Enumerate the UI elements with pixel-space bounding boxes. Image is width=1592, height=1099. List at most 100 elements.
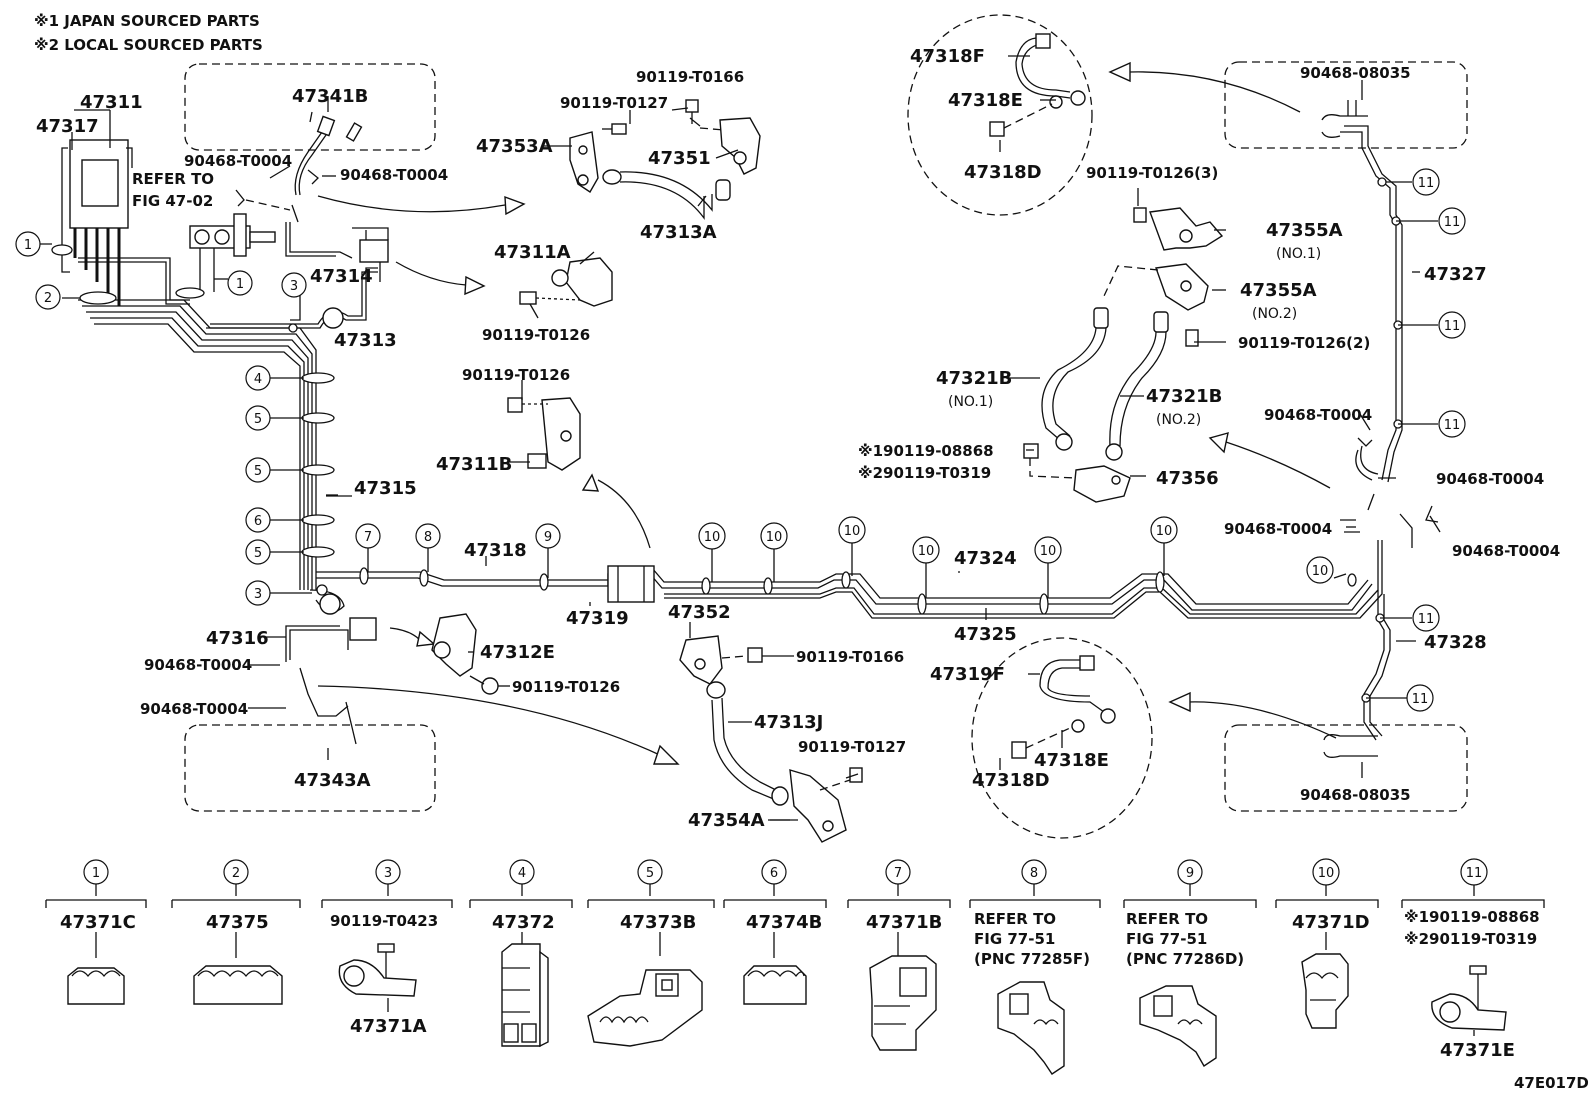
flex-hose-47319f	[1011, 655, 1116, 759]
bracket-47354a	[770, 767, 863, 843]
clamp-legend: 1 47371C 2 47375 3 90119-T0423 47371A 4	[45, 858, 1545, 1075]
label-90468-t0004-f: 90468-T0004	[1436, 470, 1544, 488]
svg-text:5: 5	[254, 412, 262, 427]
brake-hoses-47321b	[1041, 307, 1169, 461]
bolt-90119-t0166-a	[685, 99, 701, 127]
svg-text:3: 3	[290, 279, 298, 294]
svg-text:11: 11	[1444, 319, 1461, 334]
label-47316: 47316	[206, 628, 269, 649]
detail-ellipse-47319f	[971, 637, 1153, 839]
label-90119-t0166-b: 90119-T0166	[796, 648, 904, 666]
svg-text:11: 11	[1444, 215, 1461, 230]
label-47327: 47327	[1424, 264, 1487, 285]
legend-90119-08868: ※190119-08868	[1404, 908, 1540, 926]
label-90468-t0004-d: 90468-T0004	[140, 700, 248, 718]
svg-text:6: 6	[770, 866, 778, 881]
fitting-47316	[285, 589, 377, 745]
label-47319: 47319	[566, 608, 629, 629]
svg-text:5: 5	[254, 464, 262, 479]
legend-ref8-line1: REFER TO	[974, 910, 1056, 928]
svg-text:10: 10	[1312, 564, 1329, 579]
legend-clip-8	[997, 981, 1065, 1075]
label-47318: 47318	[464, 540, 527, 561]
label-90468-t0004-g: 90468-T0004	[1224, 520, 1332, 538]
bracket-47351	[699, 117, 761, 175]
legend-clamp-3	[338, 943, 417, 997]
legend-clamp-6	[743, 965, 807, 1005]
svg-text:11: 11	[1418, 612, 1435, 627]
svg-text:4: 4	[254, 372, 262, 387]
label-47311a: 47311A	[494, 242, 571, 263]
svg-text:4: 4	[518, 866, 526, 881]
master-cylinder-assembly	[61, 139, 276, 306]
legend-47371a: 47371A	[350, 1016, 427, 1037]
legend-ref9-line1: REFER TO	[1126, 910, 1208, 928]
note-japan-sourced: ※1 JAPAN SOURCED PARTS	[34, 12, 260, 30]
label-47318e-b: 47318E	[1034, 750, 1109, 771]
svg-text:2: 2	[44, 291, 52, 306]
legend-clamp-5	[587, 969, 703, 1047]
svg-text:10: 10	[766, 530, 783, 545]
group-box-rear-lower	[1224, 724, 1468, 812]
label-47311b: 47311B	[436, 454, 512, 475]
label-90468-t0004-b: 90468-T0004	[340, 166, 448, 184]
label-47355a-2: 47355A	[1240, 280, 1317, 301]
label-47313j: 47313J	[754, 712, 823, 733]
label-90119-t0126-a: 90119-T0126	[482, 326, 590, 344]
legend-ref9-line3: (PNC 77286D)	[1126, 950, 1244, 968]
svg-text:10: 10	[1040, 544, 1057, 559]
label-47319f: 47319F	[930, 664, 1005, 685]
legend-ref8-line2: FIG 77-51	[974, 930, 1055, 948]
label-90119-08868-a: ※190119-08868	[858, 442, 994, 460]
label-47318d-b: 47318D	[972, 770, 1050, 791]
figure-code: 47E017D	[1514, 1074, 1589, 1092]
svg-text:7: 7	[894, 866, 902, 881]
label-refer-to: REFER TO	[132, 170, 214, 188]
legend-90119-t0319: ※290119-T0319	[1404, 930, 1537, 948]
legend-clamp-10	[1301, 953, 1349, 1029]
svg-text:5: 5	[254, 546, 262, 561]
label-90468-t0004-e: 90468-T0004	[1264, 406, 1372, 424]
legend-clamp-11	[1431, 965, 1507, 1031]
label-90119-t0127-b: 90119-T0127	[798, 738, 906, 756]
svg-text:7: 7	[364, 530, 372, 545]
label-90468-t0004-c: 90468-T0004	[144, 656, 252, 674]
svg-text:11: 11	[1412, 692, 1429, 707]
svg-text:5: 5	[646, 866, 654, 881]
label-47317: 47317	[36, 116, 99, 137]
legend-47375: 47375	[206, 912, 269, 933]
label-90119-t0319-a: ※290119-T0319	[858, 464, 991, 482]
label-90119-t0126-b: 90119-T0126	[462, 366, 570, 384]
label-90468-08035-a: 90468-08035	[1300, 64, 1411, 82]
label-47328: 47328	[1424, 632, 1487, 653]
svg-text:1: 1	[92, 866, 100, 881]
label-no1-a: (NO.1)	[1276, 246, 1321, 262]
svg-text:11: 11	[1444, 418, 1461, 433]
label-47315: 47315	[354, 478, 417, 499]
legend-47372: 47372	[492, 912, 555, 933]
main-pipe-bundle	[78, 257, 378, 590]
group-box-rear-upper	[1224, 61, 1468, 149]
bracket-47311a	[519, 257, 613, 307]
svg-text:10: 10	[844, 524, 861, 539]
label-no2-a: (NO.2)	[1252, 306, 1297, 322]
direction-arrows	[317, 61, 1337, 765]
group-box-47341b	[184, 63, 436, 151]
legend-clamp-4	[501, 943, 549, 1048]
label-90119-t0127-a: 90119-T0127	[560, 94, 668, 112]
svg-text:2: 2	[232, 866, 240, 881]
legend-ref8-line3: (PNC 77285F)	[974, 950, 1090, 968]
flex-hose-47318f	[989, 33, 1086, 137]
label-47354a: 47354A	[688, 810, 765, 831]
legend-clamp-7	[869, 955, 937, 1051]
svg-text:6: 6	[254, 514, 262, 529]
label-47352: 47352	[668, 602, 731, 623]
label-47321b-2: 47321B	[1146, 386, 1222, 407]
legend-47371c: 47371C	[60, 912, 136, 933]
label-47318f: 47318F	[910, 46, 985, 67]
cross-car-pipes	[316, 540, 1383, 619]
legend-47373b: 47373B	[620, 912, 696, 933]
line-clamps	[51, 177, 1403, 703]
part-labels: 47311 47317 47341B 90468-T0004 90468-T00…	[36, 46, 1560, 831]
bracket-47353a	[569, 131, 599, 193]
